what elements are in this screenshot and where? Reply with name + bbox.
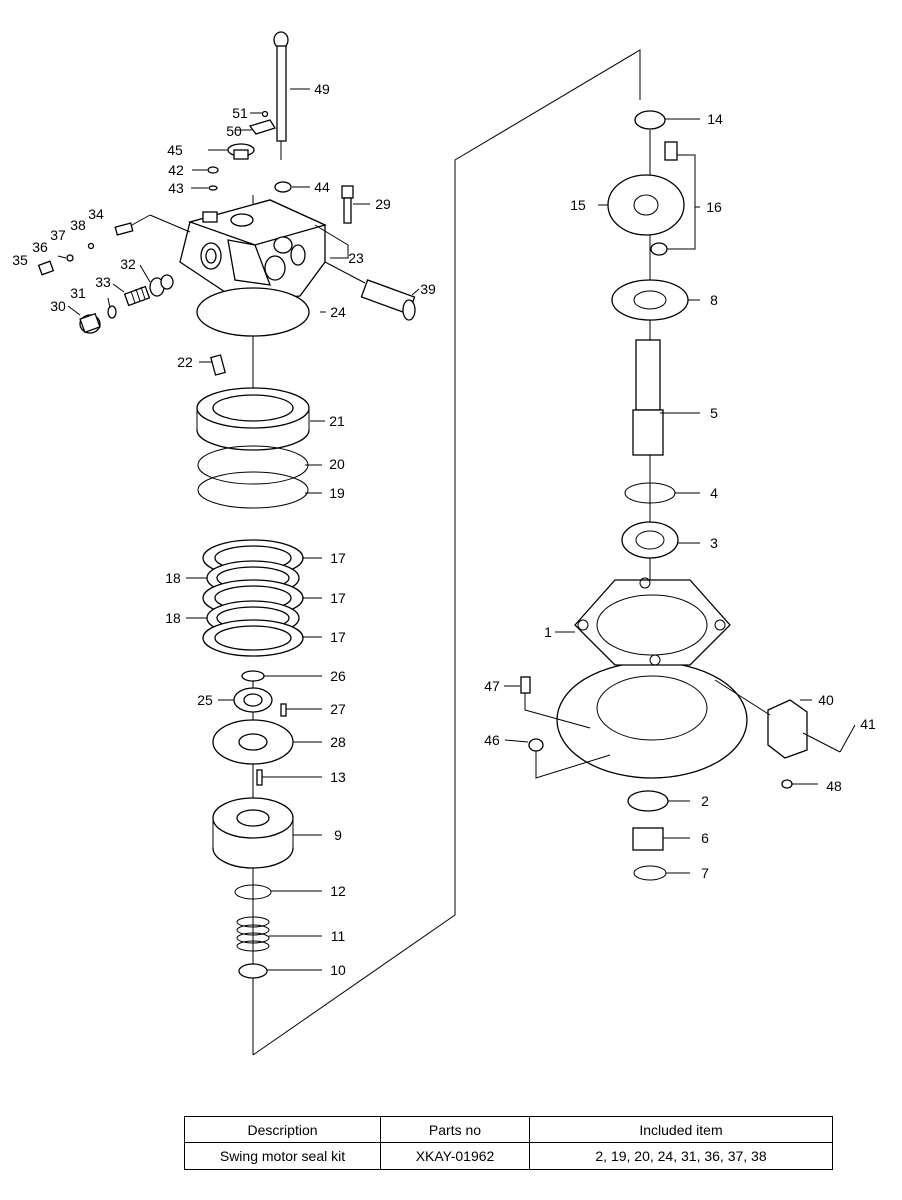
callout-1: 1 xyxy=(544,624,552,640)
callout-7: 7 xyxy=(701,865,709,881)
callout-3: 3 xyxy=(710,535,718,551)
part-5-shaft xyxy=(632,339,664,456)
callout-12: 12 xyxy=(330,883,346,899)
part-30-plug xyxy=(79,312,101,334)
callout-21: 21 xyxy=(329,413,345,429)
callout-18: 18 xyxy=(165,570,181,586)
callout-31: 31 xyxy=(70,285,86,301)
callout-35: 35 xyxy=(12,252,28,268)
callout-14: 14 xyxy=(707,111,723,127)
callout-13: 13 xyxy=(330,769,346,785)
callout-40: 40 xyxy=(818,692,834,708)
callout-43: 43 xyxy=(168,180,184,196)
part-3-bearing xyxy=(621,521,679,559)
callout-32: 32 xyxy=(120,256,136,272)
callout-42: 42 xyxy=(168,162,184,178)
part-34-fitting xyxy=(114,222,134,236)
callout-11: 11 xyxy=(331,928,346,944)
callout-5: 5 xyxy=(710,405,718,421)
callout-9: 9 xyxy=(334,827,342,843)
seal-kit-table: Description Parts no Included item Swing… xyxy=(184,1116,833,1170)
callout-44: 44 xyxy=(314,179,330,195)
callout-6: 6 xyxy=(701,830,709,846)
part-28-valve-plate xyxy=(212,719,294,765)
cell-parts-no: XKAY-01962 xyxy=(380,1142,530,1170)
part-24-o-ring xyxy=(196,287,310,337)
callout-19: 19 xyxy=(329,485,345,501)
callout-23: 23 xyxy=(348,250,364,266)
part-8-plate xyxy=(611,279,689,321)
callout-47: 47 xyxy=(484,678,500,694)
callout-28: 28 xyxy=(330,734,346,750)
leader-lines xyxy=(57,88,856,971)
part-33-spring xyxy=(123,285,151,307)
callout-4: 4 xyxy=(710,485,718,501)
callout-25: 25 xyxy=(197,692,213,708)
callout-33: 33 xyxy=(95,274,111,290)
callout-39: 39 xyxy=(420,281,436,297)
part-17-18-friction-plates xyxy=(202,539,304,657)
part-49-rod xyxy=(273,31,289,160)
callout-2: 2 xyxy=(701,793,709,809)
part-29-bolt xyxy=(341,185,354,224)
callout-38: 38 xyxy=(70,217,86,233)
callout-24: 24 xyxy=(330,304,346,320)
callout-26: 26 xyxy=(330,668,346,684)
callout-16: 16 xyxy=(706,199,722,215)
callout-36: 36 xyxy=(32,239,48,255)
header-description: Description xyxy=(184,1116,381,1143)
callout-10: 10 xyxy=(330,962,346,978)
callout-22: 22 xyxy=(177,354,193,370)
callout-27: 27 xyxy=(330,701,346,717)
callout-37: 37 xyxy=(50,227,66,243)
callout-34: 34 xyxy=(88,206,104,222)
part-23-valve-housing xyxy=(179,199,327,303)
callout-29: 29 xyxy=(375,196,391,212)
part-40-block xyxy=(767,699,808,759)
cell-description: Swing motor seal kit xyxy=(184,1142,381,1170)
callout-48: 48 xyxy=(826,778,842,794)
callout-17: 17 xyxy=(330,550,346,566)
callout-20: 20 xyxy=(329,456,345,472)
callout-51: 51 xyxy=(232,105,248,121)
exploded-parts-diagram: 1234567891011121314151619202122232425262… xyxy=(12,31,876,1056)
callout-8: 8 xyxy=(710,292,718,308)
part-19-ring xyxy=(197,471,309,509)
callout-41: 41 xyxy=(860,716,876,732)
callout-17: 17 xyxy=(330,629,346,645)
cell-included-item: 2, 19, 20, 24, 31, 36, 37, 38 xyxy=(529,1142,833,1170)
part-45-cap xyxy=(227,143,255,160)
callout-49: 49 xyxy=(314,81,330,97)
part-1-housing xyxy=(556,577,748,779)
header-parts-no: Parts no xyxy=(380,1116,530,1143)
part-20-ring xyxy=(197,445,309,485)
header-included-item: Included item xyxy=(529,1116,833,1143)
callout-30: 30 xyxy=(50,298,66,314)
part-9-carrier xyxy=(212,797,294,869)
part-32-sleeve xyxy=(149,274,174,297)
callout-15: 15 xyxy=(570,197,586,213)
callout-18: 18 xyxy=(165,610,181,626)
part-15-retainer-plate xyxy=(607,174,685,236)
table-header-row: Description Parts no Included item xyxy=(184,1116,833,1143)
callout-50: 50 xyxy=(226,123,242,139)
callout-46: 46 xyxy=(484,732,500,748)
part-25-bearing xyxy=(233,687,273,713)
callout-45: 45 xyxy=(167,142,183,158)
table-row: Swing motor seal kit XKAY-01962 2, 19, 2… xyxy=(184,1142,833,1170)
part-11-spring xyxy=(236,916,270,952)
part-21-cylinder-block xyxy=(196,387,310,451)
callout-17: 17 xyxy=(330,590,346,606)
part-39-fitting xyxy=(360,279,416,321)
